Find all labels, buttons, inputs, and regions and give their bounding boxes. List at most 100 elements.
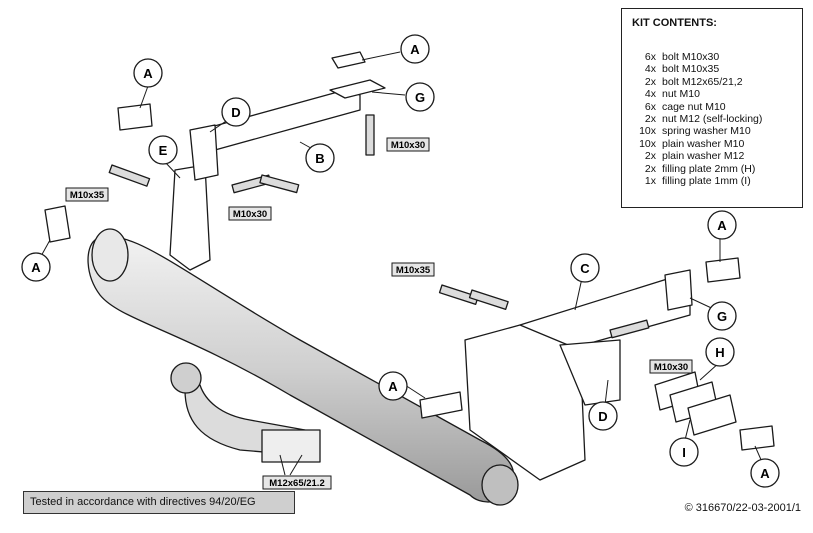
kit-item: 10x spring washer M10	[630, 125, 762, 137]
callout-e: E	[148, 135, 178, 165]
bolt-labels: M10x30 M10x35 M10x30 M10x35 M10x30 M12x6…	[65, 137, 693, 490]
kit-item-desc: bolt M12x65/21,2	[662, 75, 743, 88]
svg-text:A: A	[760, 466, 770, 481]
callout-b: B	[305, 143, 335, 173]
svg-text:D: D	[598, 409, 607, 424]
tow-ball-flange	[261, 429, 321, 463]
kit-item-qty: 4x	[644, 63, 656, 76]
kit-item: 6x cage nut M10	[630, 101, 762, 113]
kit-item-desc: bolt M10x35	[662, 63, 720, 76]
kit-item-qty: 1x	[644, 174, 656, 187]
svg-text:G: G	[415, 90, 425, 105]
svg-text:B: B	[315, 151, 324, 166]
bolt-4	[365, 114, 375, 156]
svg-text:M10x30: M10x30	[391, 140, 425, 151]
right-side-plate	[464, 324, 586, 481]
cage-nut-center	[419, 391, 463, 419]
svg-text:H: H	[715, 345, 724, 360]
kit-item: 1x filling plate 1mm (I)	[630, 175, 762, 187]
callout-d-right: D	[588, 401, 618, 431]
cage-nut-top	[331, 51, 366, 69]
kit-item-desc: cage nut M10	[662, 100, 726, 113]
kit-item: 4x bolt M10x35	[630, 63, 762, 75]
bracket-top-plate-g	[329, 79, 386, 99]
cage-nut-left-upper	[117, 103, 153, 131]
svg-text:G: G	[717, 309, 727, 324]
kit-item-qty: 2x	[644, 75, 656, 88]
bar-right-end	[481, 464, 519, 506]
bolt-3	[259, 174, 300, 194]
svg-text:C: C	[580, 261, 590, 276]
callout-a-left-lower: A	[21, 252, 51, 282]
callout-c: C	[570, 253, 600, 283]
bolt-6	[468, 289, 509, 311]
label-m10x35-left: M10x35	[65, 187, 109, 202]
svg-text:A: A	[717, 218, 727, 233]
kit-item-qty: 2x	[644, 150, 656, 163]
kit-item: 4x nut M10	[630, 88, 762, 100]
kit-contents-list: 6x bolt M10x30 4x bolt M10x35 2x bolt M12x6…	[630, 51, 762, 187]
left-side-bracket	[169, 164, 211, 271]
callout-g-right: G	[707, 301, 737, 331]
label-m10x35-right: M10x35	[391, 262, 435, 277]
callout-d-left: D	[221, 97, 251, 127]
kit-item-desc: bolt M10x30	[662, 51, 720, 63]
kit-item: 2x plain washer M12	[630, 150, 762, 162]
label-m10x30-right: M10x30	[649, 359, 693, 374]
filling-plate-3	[687, 394, 737, 436]
svg-text:M12x65/21.2: M12x65/21.2	[269, 478, 324, 489]
svg-text:A: A	[410, 42, 420, 57]
kit-item-desc: filling plate 2mm (H)	[662, 162, 756, 175]
kit-item-desc: filling plate 1mm (I)	[662, 174, 751, 187]
kit-item-qty: 6x	[644, 51, 656, 63]
kit-item: 2x bolt M12x65/21,2	[630, 76, 762, 88]
kit-item-qty: 10x	[639, 125, 656, 138]
right-front-plate	[559, 339, 621, 406]
callout-i: I	[669, 437, 699, 467]
cage-nut-right-upper	[705, 257, 741, 283]
svg-text:E: E	[159, 143, 168, 158]
kit-item-desc: nut M10	[662, 88, 700, 101]
kit-item-qty: 10x	[639, 137, 656, 150]
svg-text:A: A	[388, 379, 398, 394]
cage-nut-right-lower	[739, 425, 775, 451]
kit-contents-title: KIT CONTENTS:	[632, 17, 717, 29]
kit-item-qty: 4x	[644, 88, 656, 101]
kit-item-qty: 6x	[644, 100, 656, 113]
kit-item: 2x nut M12 (self-locking)	[630, 113, 762, 125]
callout-h: H	[705, 337, 735, 367]
svg-text:A: A	[143, 66, 153, 81]
svg-text:I: I	[682, 445, 686, 460]
label-m12x65: M12x65/21.2	[262, 475, 332, 490]
kit-item: 10x plain washer M10	[630, 138, 762, 150]
right-tube-end	[664, 269, 693, 311]
kit-contents-box: KIT CONTENTS: 6x bolt M10x30 4x bolt M10x3…	[621, 8, 803, 208]
kit-item: 2x filling plate 2mm (H)	[630, 163, 762, 175]
kit-item-qty: 2x	[644, 112, 656, 125]
copyright-reference: © 316670/22-03-2001/1	[684, 502, 801, 514]
svg-text:M10x30: M10x30	[233, 209, 267, 220]
tested-directive-note: Tested in accordance with directives 94/…	[23, 491, 295, 514]
label-m10x30-top: M10x30	[386, 137, 430, 152]
callout-a-center: A	[378, 371, 408, 401]
svg-text:D: D	[231, 105, 240, 120]
callout-g-top: G	[405, 82, 435, 112]
cage-nut-left-lower	[44, 205, 71, 243]
svg-text:M10x30: M10x30	[654, 362, 688, 373]
callout-a-top: A	[400, 34, 430, 64]
kit-item-desc: plain washer M12	[662, 150, 745, 163]
callouts: A G A D E B A C A G H I A D A	[21, 34, 780, 488]
svg-text:A: A	[31, 260, 41, 275]
callout-a-right-lower: A	[750, 458, 780, 488]
bolt-7	[609, 319, 650, 339]
kit-item-desc: plain washer M10	[662, 137, 745, 150]
kit-item-desc: nut M12 (self-locking)	[662, 112, 763, 125]
callout-a-left-upper: A	[133, 58, 163, 88]
kit-item-qty: 2x	[644, 162, 656, 175]
kit-item: 6x bolt M10x30	[630, 51, 762, 63]
svg-text:M10x35: M10x35	[396, 265, 431, 276]
tow-ball	[170, 362, 202, 394]
kit-item-desc: spring washer M10	[662, 125, 751, 138]
bolt-1	[108, 164, 151, 187]
